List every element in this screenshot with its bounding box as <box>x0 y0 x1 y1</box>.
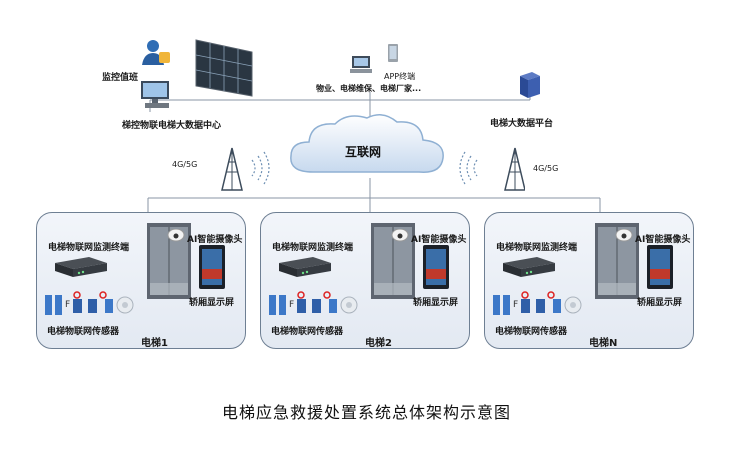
terminal-device-icon <box>503 257 555 277</box>
screen-label: 轿厢显示屏 <box>637 298 683 308</box>
sensor-label: 电梯物联网传感器 <box>495 327 568 337</box>
terminal-label: 电梯物联网监测终端 <box>272 243 354 253</box>
display-screen-icon <box>647 245 673 289</box>
left-tower-icon <box>221 147 270 191</box>
terminal-device-icon <box>279 257 331 277</box>
right-tower-icon <box>459 147 525 191</box>
diagram-caption: 电梯应急救援处置系统总体架构示意图 <box>221 403 511 422</box>
camera-icon <box>615 229 633 242</box>
elevator-name: 电梯1 <box>141 338 168 349</box>
computer-icon <box>141 81 169 108</box>
display-screen-icon <box>199 245 225 289</box>
datacenter-label: 梯控物联电梯大数据中心 <box>122 121 222 131</box>
monitor-label: 监控值班 <box>102 73 139 83</box>
sensor-label: 电梯物联网传感器 <box>271 327 344 337</box>
camera-label: AI智能摄像头 <box>187 235 243 245</box>
cloud-icon <box>290 114 444 173</box>
sensor-set-icon: F <box>493 291 582 315</box>
app-terminal-icon <box>350 44 398 73</box>
left-tower-label: 4G/5G <box>172 160 198 169</box>
elevator-group-1: 电梯物联网监测终端 F 电梯物联网传感器 AI智能摄像头 <box>36 212 246 349</box>
camera-label: AI智能摄像头 <box>635 235 691 245</box>
platform-label: 电梯大数据平台 <box>490 119 554 129</box>
svg-text:F: F <box>513 300 518 310</box>
terminal-device-icon <box>55 257 107 277</box>
svg-text:F: F <box>65 300 70 310</box>
elevator-name: 电梯2 <box>365 338 392 349</box>
screen-label: 轿厢显示屏 <box>413 298 459 308</box>
elevator-name: 电梯N <box>589 338 618 349</box>
app-terminal-label: APP终端 <box>384 72 416 81</box>
terminal-label: 电梯物联网监测终端 <box>496 243 578 253</box>
sensor-label: 电梯物联网传感器 <box>47 327 120 337</box>
camera-label: AI智能摄像头 <box>411 235 467 245</box>
video-wall-icon <box>195 39 253 97</box>
person-icon <box>142 40 170 65</box>
sensor-set-icon: F <box>269 291 358 315</box>
display-screen-icon <box>423 245 449 289</box>
sensor-set-icon: F <box>45 291 134 315</box>
right-tower-label: 4G/5G <box>533 164 559 173</box>
server-icon <box>520 72 540 98</box>
elevator-group-n: 电梯物联网监测终端 F 电梯物联网传感器 AI智能摄像头 <box>484 212 694 349</box>
elevator-group-2: 电梯物联网监测终端 F 电梯物联网传感器 AI智能摄像头 <box>260 212 470 349</box>
screen-label: 轿厢显示屏 <box>189 298 235 308</box>
camera-icon <box>167 229 185 242</box>
camera-icon <box>391 229 409 242</box>
stakeholders-label: 物业、电梯维保、电梯厂家... <box>316 84 422 93</box>
svg-text:F: F <box>289 300 294 310</box>
terminal-label: 电梯物联网监测终端 <box>48 243 130 253</box>
internet-label: 互联网 <box>345 145 382 159</box>
